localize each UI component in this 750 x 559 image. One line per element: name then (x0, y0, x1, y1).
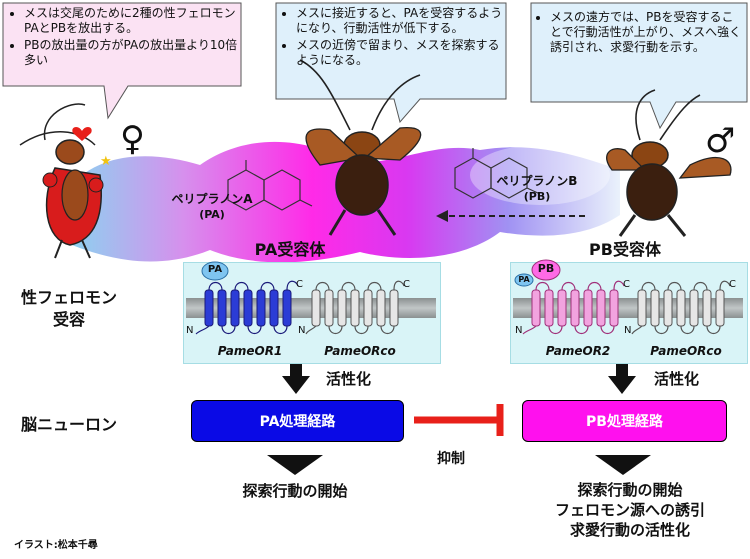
pb-small-badge: PA (518, 275, 530, 284)
callout-right-bubble (530, 2, 748, 130)
pb-outcome-item: 求愛行動の活性化 (569, 521, 690, 539)
pb-outcome-item: フェロモン源への誘引 (554, 501, 705, 519)
receptor-row-label: 性フェロモン 受容 (14, 287, 124, 331)
pa-co-gene-label: PameORco (324, 344, 396, 358)
inhibition-label: 抑制 (437, 451, 465, 467)
pa-orco-helices (311, 289, 399, 327)
pb-co-gene-label: PameORco (650, 344, 722, 358)
callout-left: メスは交尾のために2種の性フェロモンPAとPBを放出する。 PBの放出量の方がP… (10, 6, 238, 70)
pb-badge-bubble (531, 259, 561, 281)
activation-arrow-pa (282, 364, 310, 394)
pa-outcome: 探索行動の開始 (242, 482, 348, 500)
pa-activation-label: 活性化 (326, 370, 372, 388)
pb-pathway-box: PB処理経路 (522, 400, 727, 442)
male-cockroach-near (299, 59, 422, 236)
male-symbol-icon: ♂ (705, 121, 736, 161)
pa-co-c-terminal: C (403, 279, 410, 290)
pameor2-helices (531, 289, 619, 327)
pa-c-terminal: C (296, 279, 303, 290)
pa-badge: PA (207, 264, 223, 275)
pb-molecule (454, 148, 541, 199)
neuron-row-label: 脳ニューロン (20, 415, 117, 434)
pb-abbr-label: (PB) (523, 190, 551, 203)
receptor-row-label-line1: 性フェロモン (20, 288, 117, 307)
pa-molecule (227, 160, 313, 211)
pb-n-terminal: N (515, 325, 523, 336)
callout-middle-item: メスに接近すると、PAを受容するようになり、行動活性が低下する。 (296, 6, 504, 36)
outcome-arrow-pb (595, 455, 651, 475)
pa-gene-label: PameOR1 (217, 344, 283, 358)
callout-middle-item: メスの近傍で留まり、メスを探索するようになる。 (296, 38, 504, 68)
pameor1-helices (204, 289, 292, 327)
illustration-credit: イラスト:松本千尋 (14, 540, 98, 551)
callout-middle: メスに接近すると、PAを受容するようになり、行動活性が低下する。 メスの近傍で留… (282, 6, 504, 70)
pa-name-label: ペリプラノンA (171, 192, 253, 206)
pa-abbr-label: (PA) (199, 208, 225, 221)
pb-c-terminal: C (623, 279, 630, 290)
receptor-row-label-line2: 受容 (52, 310, 85, 329)
heart-icon (72, 126, 92, 141)
svg-text:★: ★ (100, 154, 112, 169)
pb-name-label: ペリプラノンB (496, 174, 578, 188)
outcome-arrow-pa (267, 455, 323, 475)
callout-left-item: PBの放出量の方がPAの放出量より10倍多い (24, 38, 238, 68)
male-cockroach-far (606, 89, 732, 237)
pa-co-n-terminal: N (298, 325, 306, 336)
pb-outcome-item: 探索行動の開始 (577, 481, 683, 499)
pa-pathway-box: PA処理経路 (191, 400, 404, 442)
pb-activation-label: 活性化 (654, 370, 700, 388)
pb-badge: PB (537, 262, 555, 275)
pb-outcomes: 探索行動の開始 フェロモン源への誘引 求愛行動の活性化 (530, 480, 730, 540)
pb-gene-label: PameOR2 (545, 344, 611, 358)
callout-right: メスの遠方では、PBを受容することで行動活性が上がり、メスへ強く誘引され、求愛行… (536, 10, 744, 57)
pb-co-c-terminal: C (729, 279, 736, 290)
callout-right-item: メスの遠方では、PBを受容することで行動活性が上がり、メスへ強く誘引され、求愛行… (550, 10, 744, 55)
pa-n-terminal: N (186, 325, 194, 336)
pb-small-badge-bubble (514, 273, 534, 287)
pb-orco-helices (637, 289, 725, 327)
pb-co-n-terminal: N (624, 325, 632, 336)
pb-receptor-title: PB受容体 (589, 240, 661, 259)
callout-middle-bubble (275, 2, 507, 124)
pa-receptor-title: PA受容体 (254, 240, 326, 259)
female-cockroach (19, 103, 104, 259)
callout-left-item: メスは交尾のために2種の性フェロモンPAとPBを放出する。 (24, 6, 238, 36)
activation-arrow-pb (608, 364, 636, 394)
pa-badge-bubble (201, 261, 229, 281)
female-symbol-icon: ♀ (120, 119, 145, 159)
callout-left-bubble (2, 2, 242, 120)
